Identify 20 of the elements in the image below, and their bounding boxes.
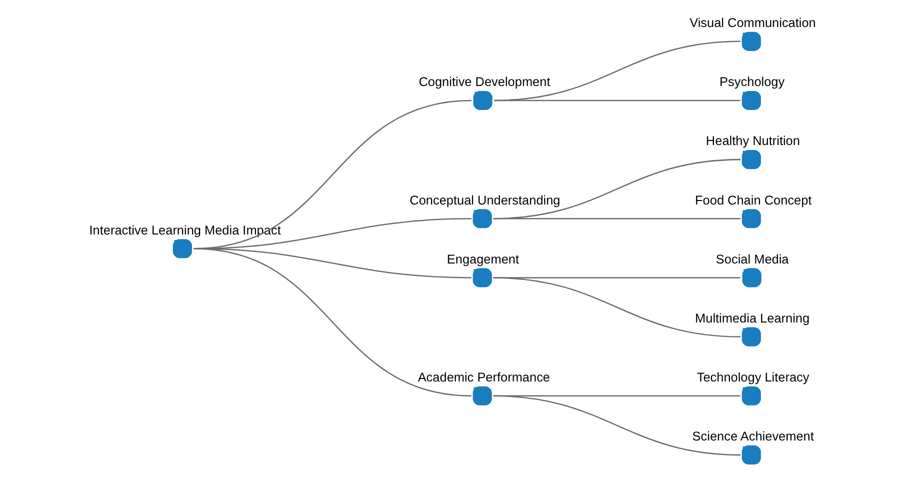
node-label: Cognitive Development: [418, 74, 550, 90]
connector: [493, 395, 740, 396]
connector: [493, 395, 740, 456]
node-label: Technology Literacy: [696, 370, 810, 385]
node-label: Psychology: [720, 74, 785, 90]
connector: [493, 277, 740, 338]
connector: [494, 100, 740, 102]
connector: [194, 248, 472, 396]
node-label: Multimedia Learning: [695, 310, 810, 326]
node-label: Visual Communication: [690, 15, 816, 30]
node-label: Food Chain Concept: [695, 192, 812, 208]
connector: [493, 218, 740, 220]
node-label: Engagement: [446, 251, 520, 266]
node-label: Healthy Nutrition: [706, 133, 800, 148]
node-label: Social Media: [716, 251, 789, 266]
node-label: Science Achievement: [692, 428, 814, 444]
connector: [494, 40, 740, 102]
node-label: Conceptual Understanding: [410, 192, 560, 208]
node-label: Academic Performance: [418, 370, 550, 385]
connector: [493, 158, 740, 220]
